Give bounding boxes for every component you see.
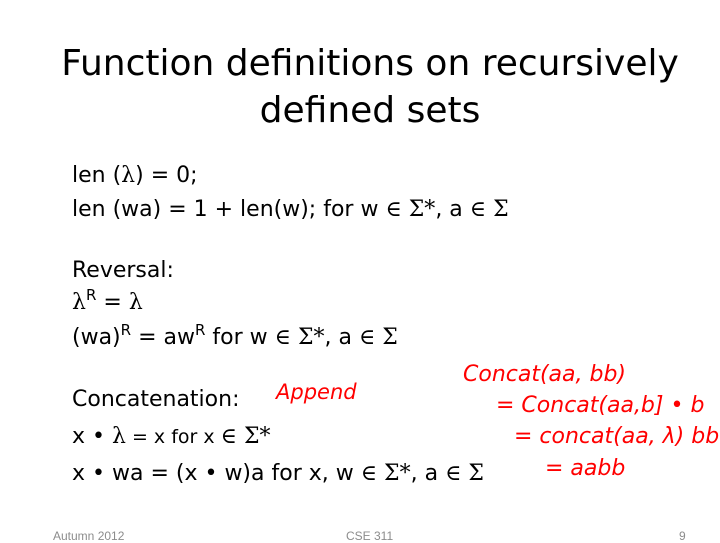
concat-rec-text-2: , a [410, 461, 446, 486]
reversal-base-case: λR = λ [72, 288, 143, 316]
footer-date: Autumn 2012 [53, 529, 125, 543]
element-of-symbol: ∈ [220, 424, 237, 449]
reversal-recursive-case: (wa)R = awR for w ∈ Σ*, a ∈ Σ [72, 323, 398, 351]
handwritten-concat-line-3: = concat(aa, λ) bb [514, 424, 720, 449]
element-of-symbol: ∈ [274, 325, 291, 350]
len-base-text-end: ) = 0; [135, 163, 198, 188]
handwritten-concat-line-1: Concat(aa, bb) [463, 362, 627, 387]
footer-page-number: 9 [679, 529, 686, 543]
lambda-symbol: λ [72, 290, 86, 315]
len-rec-text-2: , a [435, 197, 470, 222]
sigma-star-symbol: Σ* [297, 325, 325, 350]
handwritten-append-note: Append [276, 380, 357, 404]
reversal-rec-text-2: = aw [131, 325, 195, 350]
concat-base-text-2: = x for x [125, 426, 221, 448]
footer-course: CSE 311 [346, 529, 394, 543]
slide-title: Function definitions on recursively defi… [40, 40, 700, 134]
sigma-symbol: Σ [382, 325, 398, 350]
element-of-symbol: ∈ [469, 197, 487, 222]
title-line-1: Function definitions on recursively [61, 43, 679, 84]
reversal-rec-text: (wa) [72, 325, 121, 350]
lambda-symbol: λ [111, 424, 126, 449]
sigma-symbol: Σ [493, 197, 509, 222]
element-of-symbol: ∈ [360, 461, 378, 486]
element-of-symbol: ∈ [358, 325, 376, 350]
len-base-definition: len (λ) = 0; [72, 163, 198, 188]
concatenation-heading: Concatenation: [72, 387, 240, 412]
handwritten-concat-line-2: = Concat(aa,b] • b [496, 393, 705, 418]
handwritten-concat-line-4: = aabb [545, 456, 626, 481]
reversal-rec-text-3: for w [205, 325, 275, 350]
element-of-symbol: ∈ [385, 197, 402, 222]
element-of-symbol: ∈ [445, 461, 462, 486]
reversal-rec-text-4: , a [324, 325, 359, 350]
sigma-symbol: Σ [468, 461, 484, 486]
reversal-heading: Reversal: [72, 258, 174, 283]
reverse-superscript: R [85, 286, 97, 304]
concatenation-recursive-case: x • wa = (x • w)a for x, w ∈ Σ*, a ∈ Σ [72, 461, 484, 486]
lambda-symbol: λ [121, 163, 136, 188]
reverse-superscript: R [120, 321, 132, 339]
concat-rec-text: x • wa = (x • w)a for x, w [72, 461, 361, 486]
concat-base-text: x • [72, 424, 112, 449]
equals-text: = [96, 290, 129, 315]
sigma-star-symbol: Σ* [384, 461, 411, 486]
sigma-star-symbol: Σ* [243, 424, 271, 449]
sigma-star-symbol: Σ* [408, 197, 436, 222]
concatenation-base-case: x • λ = x for x ∈ Σ* [72, 424, 271, 449]
lambda-symbol: λ [128, 290, 143, 315]
title-line-2: defined sets [259, 90, 481, 131]
len-recursive-definition: len (wa) = 1 + len(w); for w ∈ Σ*, a ∈ Σ [72, 197, 509, 222]
len-base-text: len ( [72, 163, 122, 188]
len-rec-text: len (wa) = 1 + len(w); for w [72, 197, 386, 222]
reverse-superscript: R [194, 321, 206, 339]
